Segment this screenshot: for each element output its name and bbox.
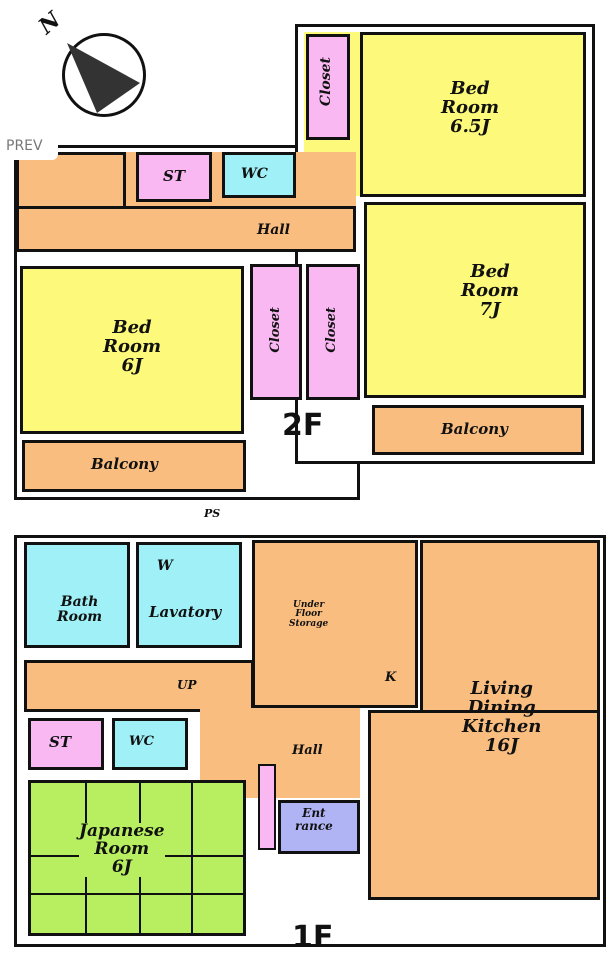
wc-1f: WC: [112, 718, 188, 770]
entrance: Ent rance: [278, 800, 360, 854]
compass-arrow-icon: [67, 43, 140, 113]
bedroom-6-5j-box: Bed Room 6.5J: [360, 32, 586, 197]
compass: [62, 33, 146, 117]
floor1-label: 1F: [292, 920, 334, 955]
stairs-1f: UP: [24, 660, 254, 712]
balcony-2f-left: Balcony: [22, 440, 246, 492]
hall-2f-corridor: Hall: [16, 206, 356, 252]
storage-2f: ST: [136, 152, 212, 202]
ldk-label: Living Dining Kitchen 16J: [462, 678, 542, 756]
ps-label: PS: [204, 507, 221, 520]
balcony-2f-right: Balcony: [372, 405, 584, 455]
closet-1f: [258, 764, 276, 850]
closet-2f-right: Closet: [306, 264, 360, 400]
bedroom-6j: Bed Room 6J: [20, 266, 244, 434]
storage-1f: ST: [28, 718, 104, 770]
wc-2f: WC: [222, 152, 296, 198]
prev-button[interactable]: PREV: [0, 132, 58, 160]
compass-north-label: N: [33, 6, 66, 40]
closet-2f-top-box: Closet: [306, 34, 350, 140]
bedroom-7j: Bed Room 7J: [364, 202, 586, 398]
ldk-lower: [368, 710, 600, 900]
floor2-label: 2F: [282, 408, 324, 443]
closet-2f-left: Closet: [250, 264, 302, 400]
japanese-room-6j: Japanese Room 6J: [28, 780, 246, 936]
bathroom: Bath Room: [24, 542, 130, 648]
